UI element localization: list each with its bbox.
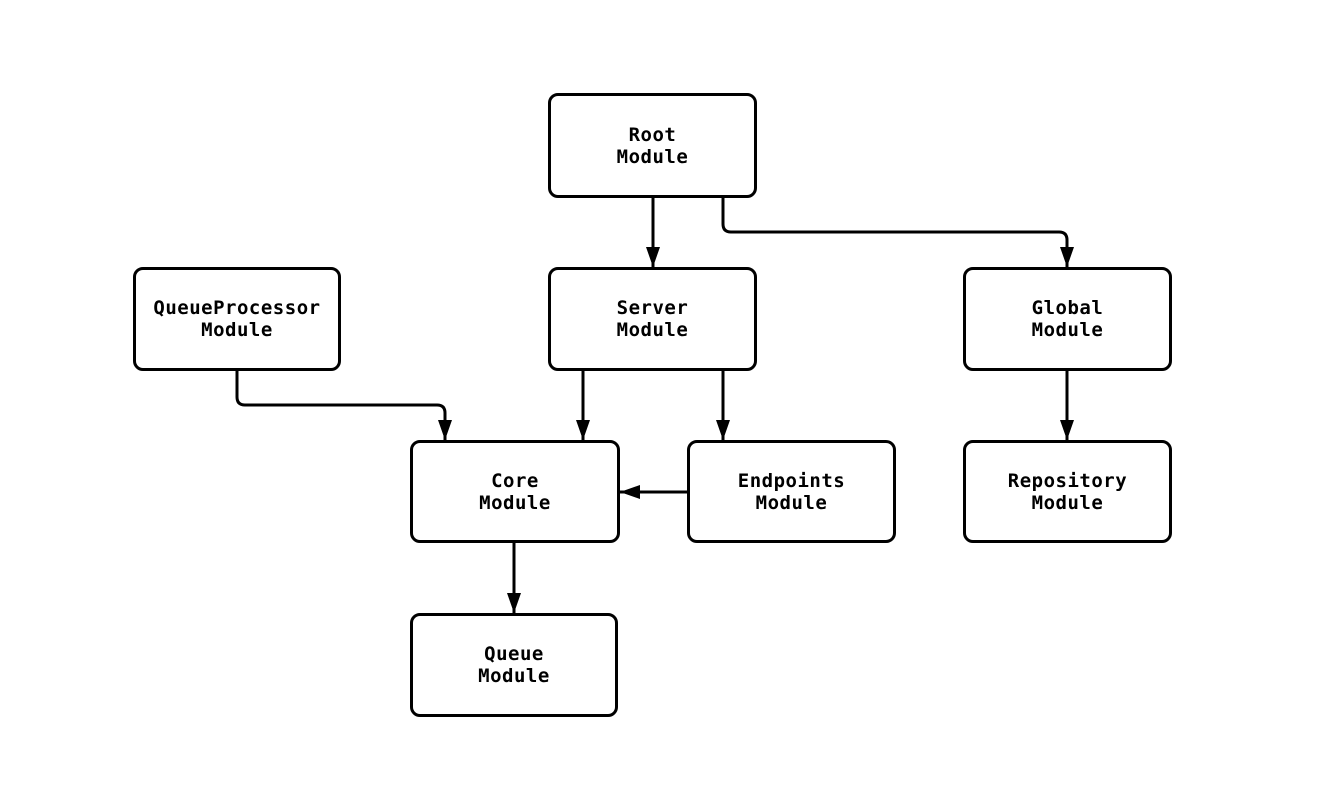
node-queue-module: Queue Module bbox=[410, 613, 618, 717]
node-global-module: Global Module bbox=[963, 267, 1172, 371]
edge-queueprocessor-to-core bbox=[235, 371, 452, 440]
node-endpoints-module: Endpoints Module bbox=[687, 440, 896, 543]
node-queueprocessor-module-label: QueueProcessor Module bbox=[153, 297, 321, 341]
node-endpoints-module-label: Endpoints Module bbox=[737, 469, 846, 514]
node-server-module: Server Module bbox=[548, 267, 757, 371]
node-repository-module: Repository Module bbox=[963, 440, 1172, 543]
edge-root-to-global bbox=[721, 198, 1074, 267]
node-core-module-label: Core Module bbox=[479, 469, 551, 514]
node-repository-module-label: Repository Module bbox=[1007, 469, 1128, 514]
node-root-module: Root Module bbox=[548, 93, 757, 198]
node-core-module: Core Module bbox=[410, 440, 620, 543]
node-global-module-label: Global Module bbox=[1031, 297, 1104, 341]
node-server-module-label: Server Module bbox=[616, 297, 689, 341]
node-queueprocessor-module: QueueProcessor Module bbox=[133, 267, 341, 371]
node-queue-module-label: Queue Module bbox=[478, 643, 550, 687]
node-root-module-label: Root Module bbox=[616, 123, 689, 168]
